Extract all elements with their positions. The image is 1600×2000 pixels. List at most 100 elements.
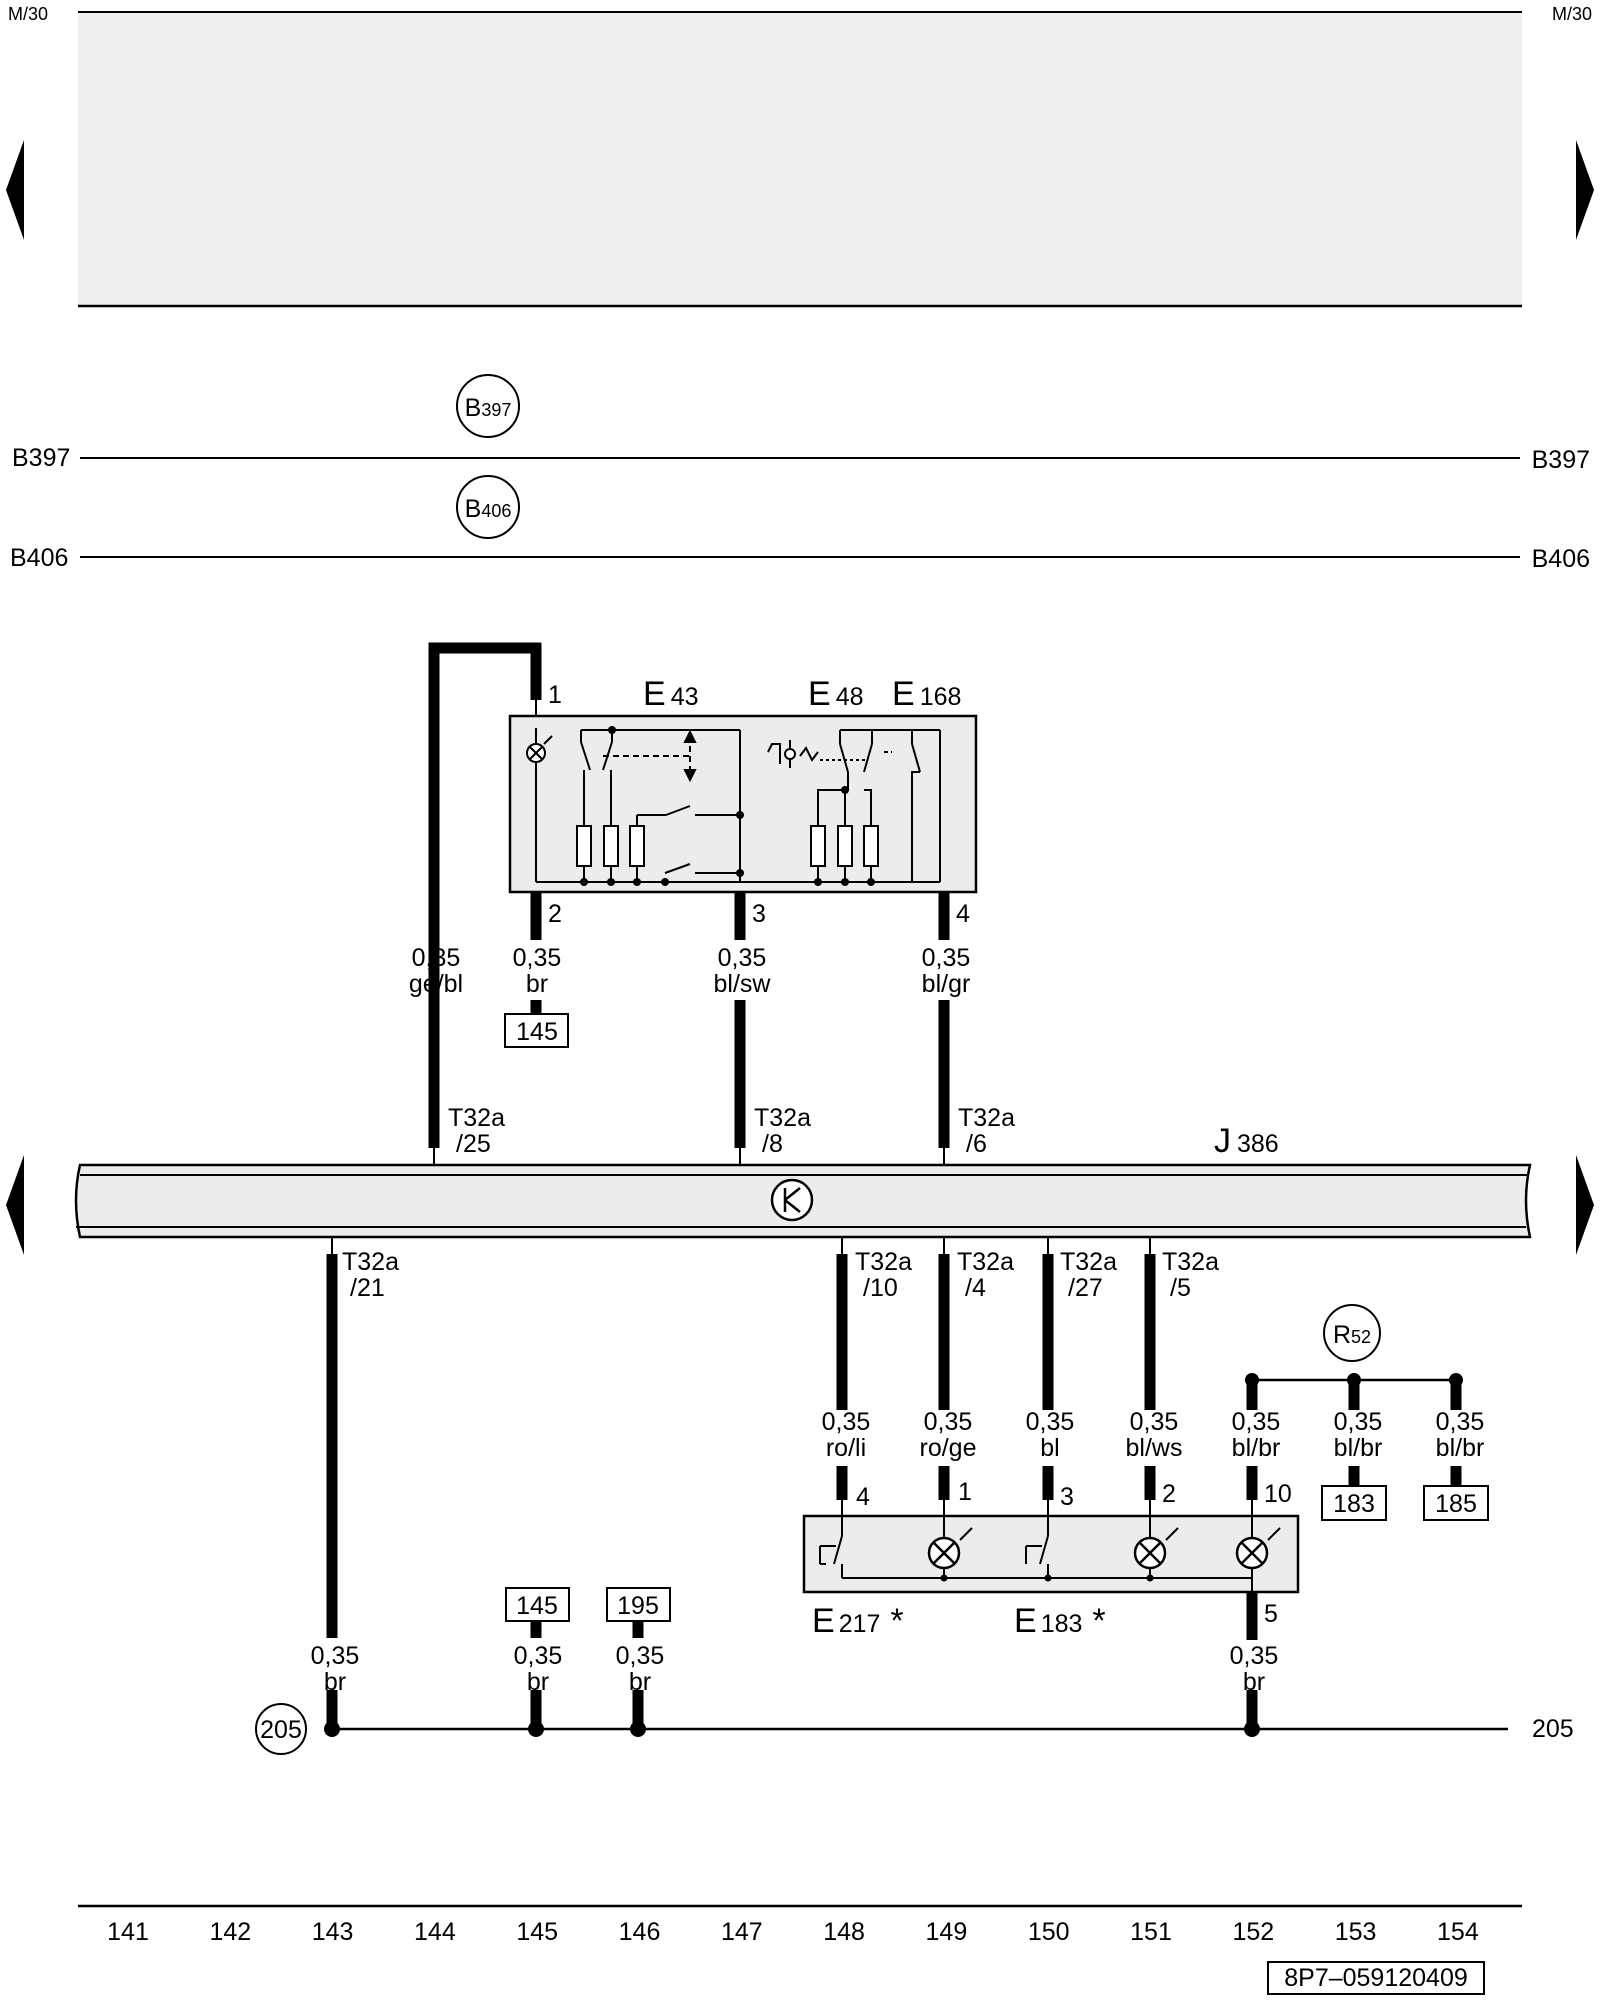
ground-circle-205: 205 [260,1716,302,1744]
bus-line-b406: B406 B406 B406 [10,475,1590,573]
pushbutton-e217-icon [819,1516,843,1578]
nav-arrow-right-mid-icon[interactable] [1576,1155,1594,1255]
pin-2: 2 [548,900,562,928]
wire-size-br-ground-2: 0,35 [514,1642,563,1670]
middle-wire-labels: 0,35 ro/li 0,35 ro/ge 0,35 bl 0,35 bl/ws… [822,1408,1485,1462]
b406-label-left: B406 [10,544,68,572]
conn-t32a-27-name: T32a [1060,1248,1117,1276]
lower-wires [326,1237,1462,1730]
upper-wire-labels: 0,35 ge/bl 0,35 br 0,35 bl/sw 0,35 bl/gr [409,944,970,998]
pin-5-lower: 5 [1264,1600,1278,1628]
column-number: 143 [312,1918,354,1946]
conn-t32a-6-pin: /6 [966,1130,987,1158]
wire-color-br-ground-3: br [629,1668,651,1696]
wire-size-br-ground-3: 0,35 [616,1642,665,1670]
wire-size-blbr-2: 0,35 [1334,1408,1383,1436]
pin-10-lower: 10 [1264,1480,1292,1508]
header-label-left: M/30 [8,4,48,24]
b406-label-right: B406 [1532,545,1590,573]
b397-label-left: B397 [12,444,70,472]
conn-t32a-21-name: T32a [342,1248,399,1276]
conn-t32a-4-name: T32a [957,1248,1014,1276]
upper-wires [428,642,950,1165]
column-number: 151 [1130,1918,1172,1946]
wire-color-roli: ro/li [826,1434,866,1462]
e48-e168-internal-circuit [767,729,941,882]
conn-t32a-25-name: T32a [448,1104,505,1132]
conn-t32a-8-name: T32a [754,1104,811,1132]
nav-arrow-left-mid-icon[interactable] [6,1155,24,1255]
conn-t32a-8-pin: /8 [762,1130,783,1158]
wire-size-blgr: 0,35 [922,944,971,972]
conn-t32a-6-name: T32a [958,1104,1015,1132]
wire-size-br-top: 0,35 [513,944,562,972]
column-number: 147 [721,1918,763,1946]
wire-size-br-ground-4: 0,35 [1230,1642,1279,1670]
bottom-wire-labels: 0,35 br 0,35 br 0,35 br 0,35 br [311,1642,1279,1696]
conn-t32a-10-pin: /10 [863,1274,898,1302]
wire-size-bl: 0,35 [1026,1408,1075,1436]
column-number: 153 [1335,1918,1377,1946]
pin-1-lower: 1 [958,1478,972,1506]
b397-circle-label: B397 [465,394,512,422]
pin-4-lower: 4 [856,1483,870,1511]
ref-box-195[interactable]: 195 [606,1587,671,1622]
nav-arrow-left-top-icon[interactable] [6,140,24,240]
conn-t32a-25-pin: /25 [456,1130,491,1158]
column-number: 141 [107,1918,149,1946]
svg-text:145: 145 [516,1018,558,1046]
column-number: 148 [823,1918,865,1946]
pin-3-lower: 3 [1060,1483,1074,1511]
connector-labels-bottom: T32a /21 T32a /10 T32a /4 T32a /27 T32a … [342,1248,1219,1302]
wire-size-gebl: 0,35 [412,944,461,972]
wire-color-br-top: br [526,970,548,998]
wire-color-gebl: ge/bl [409,970,463,998]
column-number: 154 [1437,1918,1479,1946]
svg-text:195: 195 [617,1592,659,1620]
conn-t32a-5-pin: /5 [1170,1274,1191,1302]
pin-3: 3 [752,900,766,928]
nav-arrow-right-top-icon[interactable] [1576,140,1594,240]
r52-junction: R52 [1245,1304,1463,1387]
conn-t32a-21-pin: /21 [350,1274,385,1302]
ref-box-185[interactable]: 185 [1423,1485,1489,1521]
column-number: 142 [209,1918,251,1946]
wire-size-blws: 0,35 [1130,1408,1179,1436]
wire-color-bl: bl [1040,1434,1059,1462]
b406-circle-label: B406 [465,495,512,523]
lamp-icon-2 [1133,1516,1179,1578]
bus-line-b397: B397 B397 B397 [12,374,1590,474]
wire-size-roge: 0,35 [924,1408,973,1436]
wire-size-blsw: 0,35 [718,944,767,972]
ref-box-145-bottom[interactable]: 145 [505,1587,570,1622]
pin-2-lower: 2 [1162,1480,1176,1508]
wire-color-blbr-3: bl/br [1436,1434,1485,1462]
transistor-icon [770,1178,814,1222]
wire-color-blws: bl/ws [1126,1434,1183,1462]
ref-box-183[interactable]: 183 [1321,1485,1387,1521]
header-band: M/30 M/30 [8,4,1592,308]
svg-text:145: 145 [516,1592,558,1620]
lower-pin-labels: 4 1 3 2 10 5 [856,1478,1292,1628]
wire-size-blbr-1: 0,35 [1232,1408,1281,1436]
wire-color-blgr: bl/gr [922,970,971,998]
wire-size-roli: 0,35 [822,1408,871,1436]
module-junction-dots [580,726,875,886]
wire-size-br-ground-1: 0,35 [311,1642,360,1670]
wire-color-br-ground-1: br [324,1668,346,1696]
connector-labels-top: T32a /25 T32a /8 T32a /6 [448,1104,1015,1158]
b397-label-right: B397 [1532,446,1590,474]
ref-box-145-top[interactable]: 145 [504,1013,569,1048]
svg-text:183: 183 [1333,1490,1375,1518]
wire-color-blbr-2: bl/br [1334,1434,1383,1462]
pin-4: 4 [956,900,970,928]
drawing-number-box: 8P7–059120409 [1267,1961,1485,1995]
